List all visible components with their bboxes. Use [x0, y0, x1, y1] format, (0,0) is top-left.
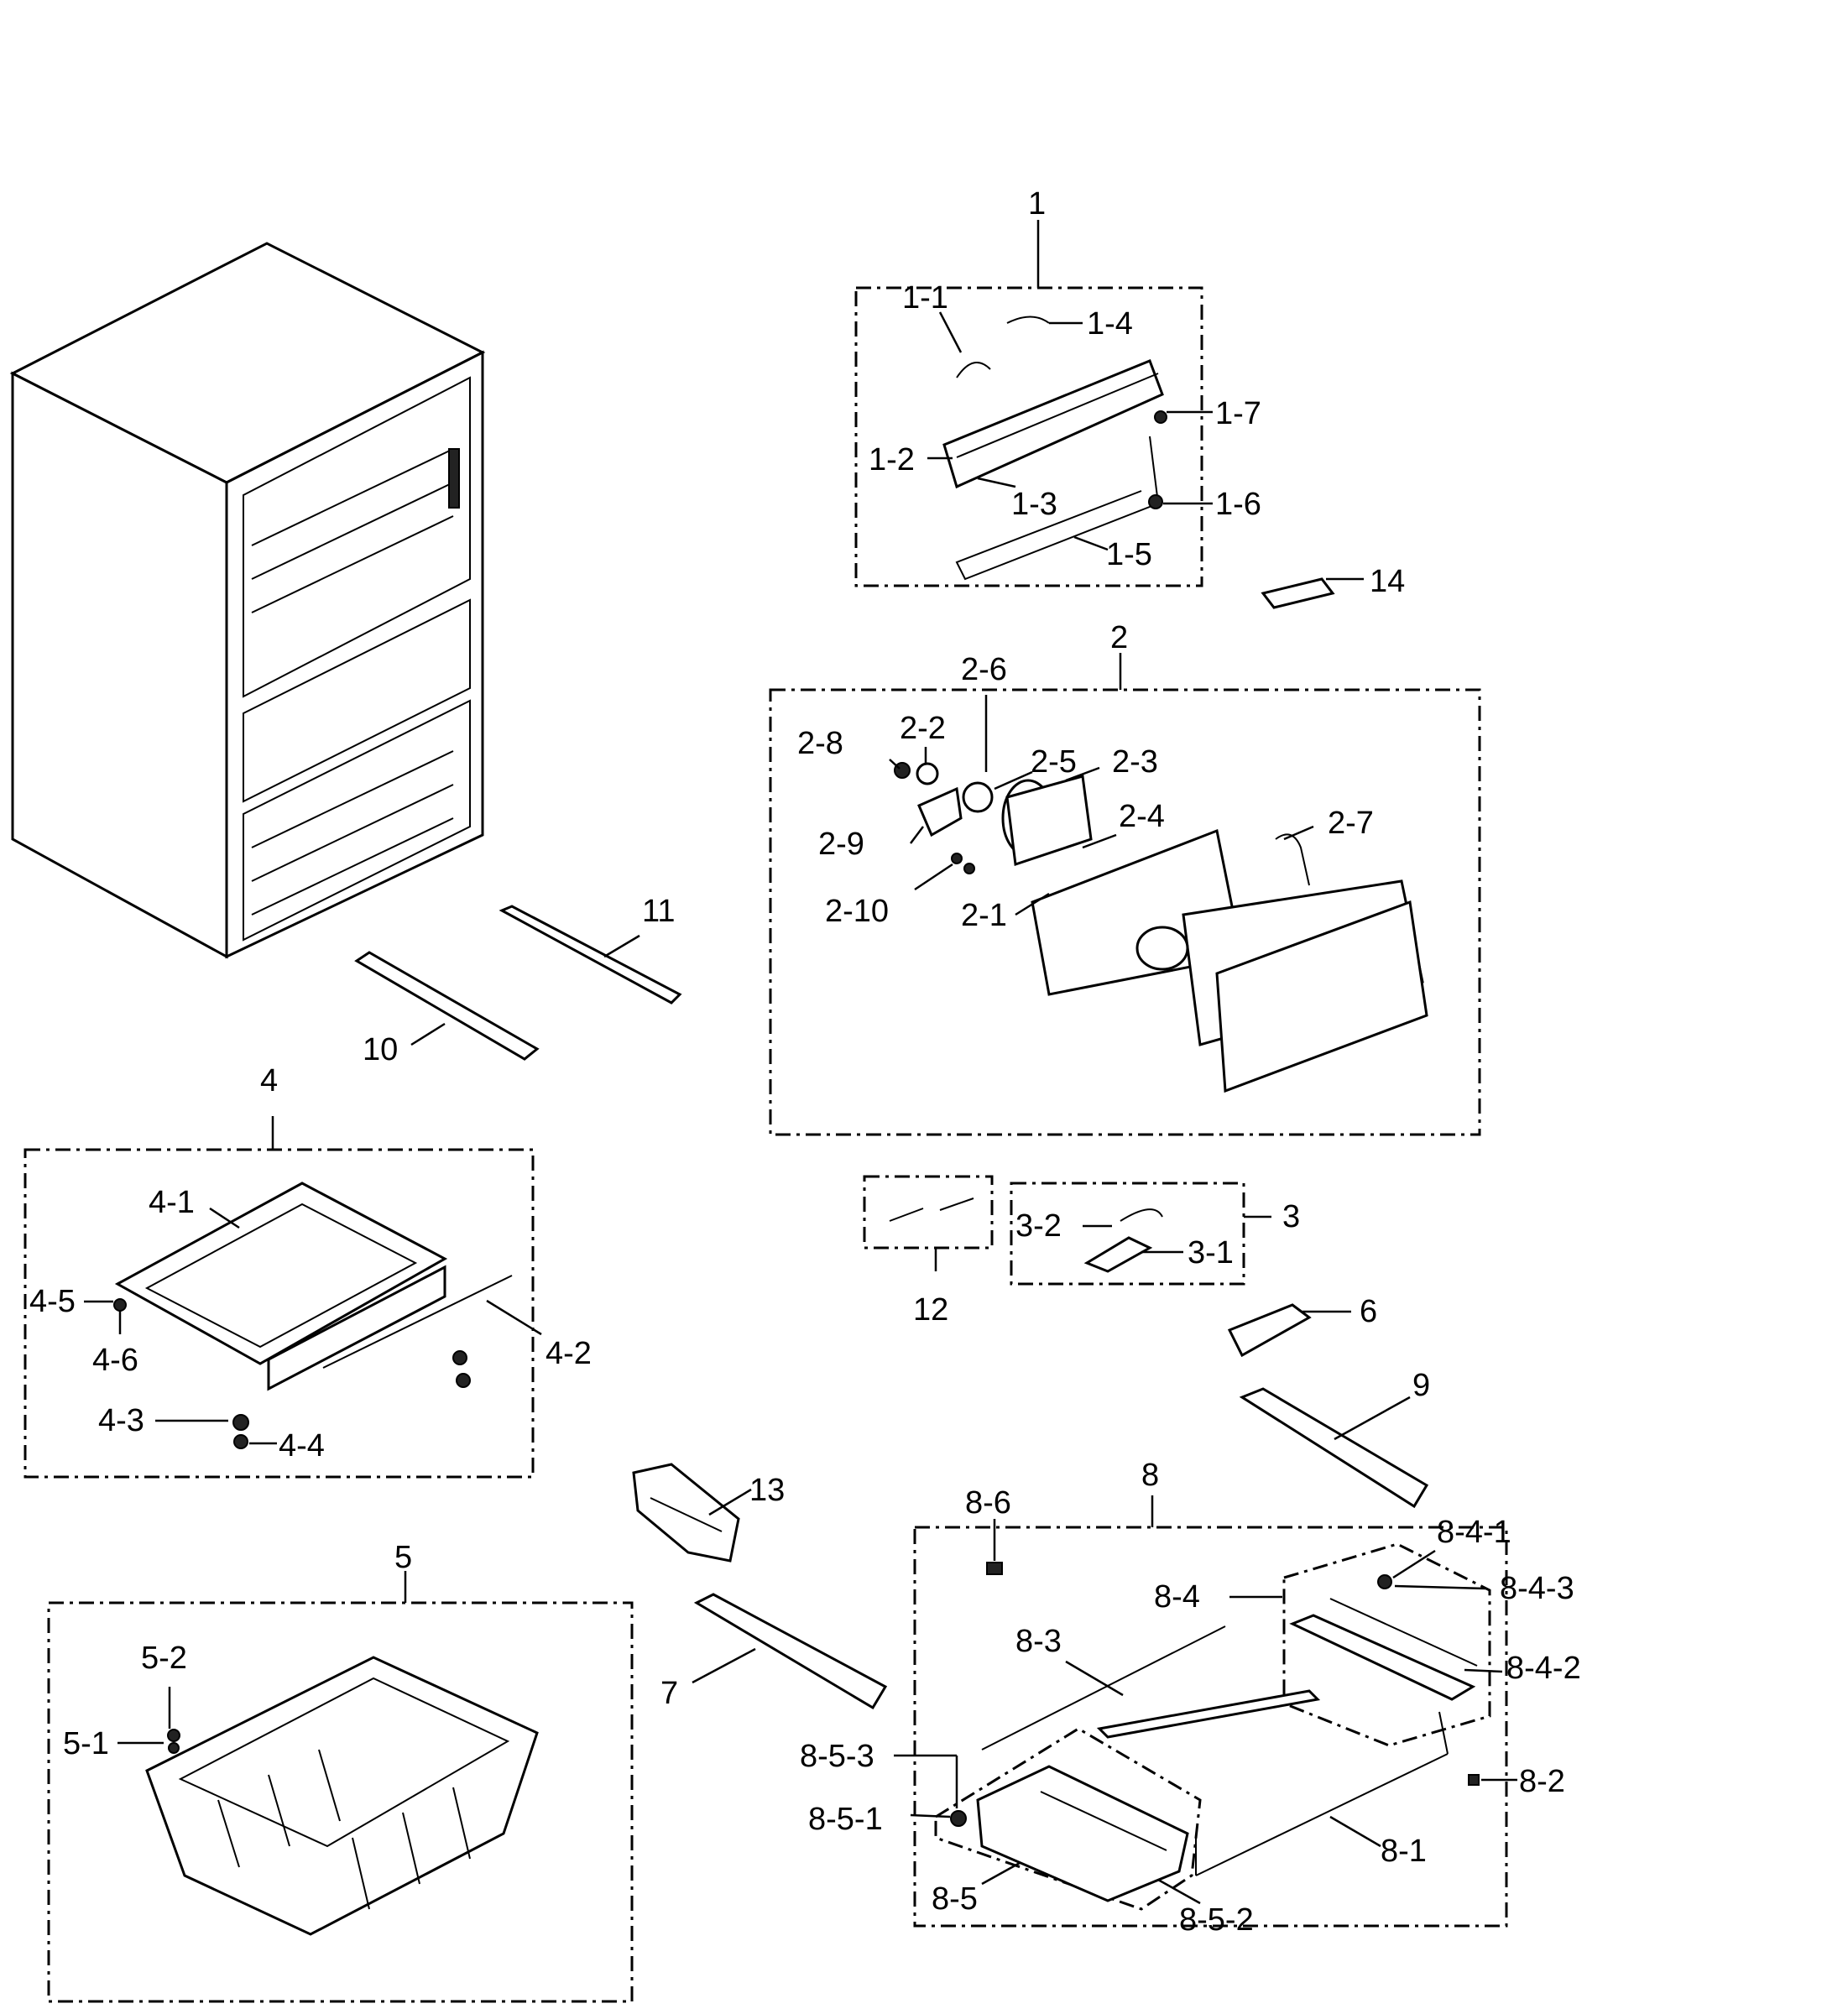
callout-1-2: 1-2: [869, 442, 915, 477]
callout-1-5: 1-5: [1106, 537, 1152, 572]
callout-12: 12: [913, 1292, 948, 1328]
callout-8-5-1: 8-5-1: [808, 1802, 883, 1837]
part-6: [1227, 1303, 1351, 1358]
assembly-box-2: [769, 688, 1481, 1136]
drawer-cover-panel: [1215, 900, 1428, 1093]
assembly-group-3: [1010, 1182, 1271, 1286]
assembly-box-8-4: [1282, 1542, 1491, 1747]
callout-4-5: 4-5: [29, 1284, 76, 1319]
callout-8-6: 8-6: [965, 1485, 1011, 1521]
callout-2-8: 2-8: [797, 726, 843, 761]
assembly-group-4: [23, 1116, 542, 1479]
assembly-box-1: [854, 286, 1203, 587]
callout-8-4: 8-4: [1154, 1579, 1200, 1615]
callout-1-6: 1-6: [1215, 487, 1261, 522]
heater-loop: [955, 436, 1160, 581]
callout-4-1: 4-1: [149, 1185, 195, 1220]
callout-8-5: 8-5: [932, 1881, 978, 1917]
callout-4-6: 4-6: [92, 1343, 138, 1378]
lamp-part: [1083, 1236, 1153, 1273]
callout-1-7: 1-7: [1215, 396, 1261, 431]
assembly-group-12: [863, 1175, 994, 1271]
freezer-basket: [145, 1656, 539, 1936]
callout-2-6: 2-6: [961, 652, 1007, 687]
callout-2: 2: [1110, 620, 1128, 655]
callout-1-4: 1-4: [1087, 306, 1133, 342]
part-13: [632, 1463, 752, 1563]
callout-2-5: 2-5: [1031, 744, 1077, 780]
callout-8-5-3: 8-5-3: [800, 1739, 874, 1774]
callout-8-3: 8-3: [1015, 1624, 1062, 1659]
assembly-group-8: [894, 1495, 1517, 1928]
evaporator-assembly: [942, 359, 1164, 489]
callout-2-2: 2-2: [900, 711, 946, 746]
assembly-box-3: [1010, 1182, 1245, 1286]
assembly-box-5: [47, 1601, 634, 2003]
callout-8-4-3: 8-4-3: [1500, 1571, 1574, 1606]
callout-4-3: 4-3: [98, 1403, 144, 1438]
callout-labels: 1 1-1 1-4 1-7 1-2 1-3 1-6 1-5 14 2 2-6 2…: [29, 186, 1581, 1938]
callout-8-1: 8-1: [1381, 1834, 1427, 1869]
drawer-front-frame: [976, 1765, 1189, 1902]
callout-6: 6: [1360, 1294, 1377, 1329]
assembly-box-4: [23, 1148, 535, 1479]
callout-2-7: 2-7: [1328, 806, 1374, 841]
callout-8-4-2: 8-4-2: [1506, 1651, 1581, 1686]
callout-3: 3: [1282, 1199, 1300, 1234]
callout-1-3: 1-3: [1011, 487, 1057, 522]
callout-2-1: 2-1: [961, 898, 1007, 933]
callout-4: 4: [260, 1063, 278, 1098]
callout-5-2: 5-2: [141, 1641, 187, 1676]
drawer-frame-8-1: [1096, 1689, 1321, 1739]
callout-4-4: 4-4: [279, 1428, 325, 1464]
callout-8-5-2: 8-5-2: [1179, 1902, 1254, 1938]
callout-5: 5: [394, 1540, 412, 1575]
assembly-box-12: [863, 1175, 994, 1250]
assembly-group-5: [47, 1571, 634, 2003]
rail-8-3: [981, 1625, 1226, 1751]
callout-11: 11: [642, 894, 675, 929]
callout-2-3: 2-3: [1112, 744, 1158, 780]
rail-parts: [354, 905, 682, 1061]
sensor-wire: [1006, 316, 1050, 324]
small-wire: [956, 362, 991, 378]
assembly-group-2: [769, 653, 1481, 1136]
callout-3-2: 3-2: [1015, 1208, 1062, 1244]
callout-9: 9: [1412, 1368, 1430, 1403]
callout-2-9: 2-9: [818, 827, 864, 862]
callout-14: 14: [1370, 564, 1405, 599]
callout-8-2: 8-2: [1519, 1764, 1565, 1799]
callout-3-1: 3-1: [1188, 1235, 1234, 1270]
part-7: [692, 1593, 888, 1710]
assembly-box-8-5: [934, 1727, 1202, 1911]
callout-1-1: 1-1: [902, 280, 948, 316]
wire-harness-2-7: [1275, 833, 1310, 886]
assembly-box-8: [913, 1526, 1508, 1928]
callout-10: 10: [363, 1032, 398, 1067]
callout-13: 13: [749, 1473, 785, 1508]
rail-10: [354, 951, 540, 1061]
assembly-group-1: [854, 220, 1213, 587]
callout-1: 1: [1028, 186, 1046, 222]
part-9: [1239, 1387, 1429, 1509]
callout-5-1: 5-1: [63, 1726, 109, 1761]
callout-7: 7: [660, 1676, 678, 1711]
callout-8: 8: [1141, 1458, 1159, 1493]
rail-11: [499, 905, 682, 1004]
refrigerator-cabinet: [9, 242, 486, 959]
callout-2-4: 2-4: [1119, 799, 1165, 834]
part-14: [1261, 577, 1364, 609]
part-8-6: [986, 1562, 1003, 1575]
part-8-2: [1468, 1774, 1480, 1786]
drawer-tray: [114, 1182, 448, 1365]
callout-8-4-1: 8-4-1: [1437, 1515, 1511, 1550]
callout-2-10: 2-10: [825, 894, 889, 929]
callout-4-2: 4-2: [546, 1336, 592, 1371]
